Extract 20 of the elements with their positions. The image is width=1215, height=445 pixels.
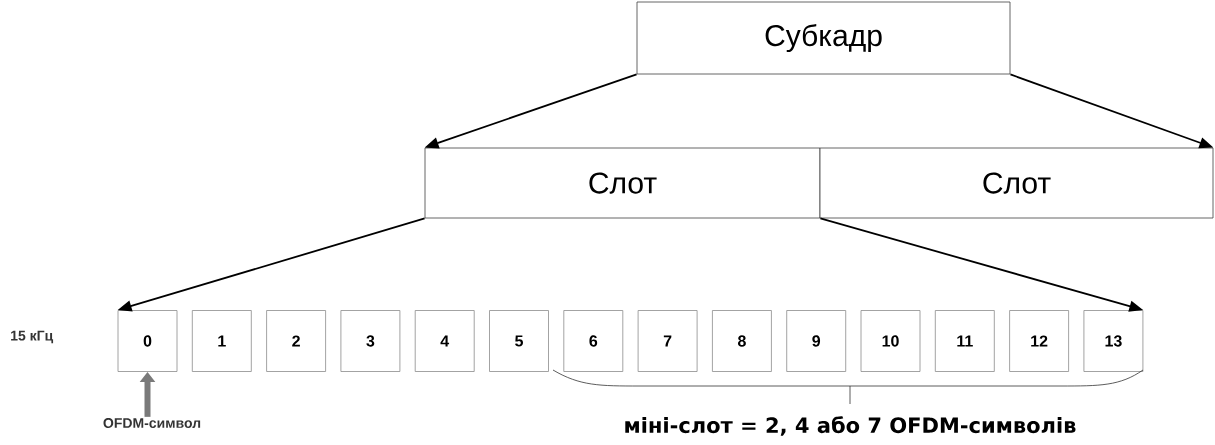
row-label: 15 кГц xyxy=(11,330,54,344)
symbol-box: 12 xyxy=(1009,310,1069,372)
symbol-box: 9 xyxy=(786,310,847,372)
symbol-box: 5 xyxy=(489,310,549,372)
brace-label: міні-слот = 2, 4 або 7 OFDM-символів xyxy=(625,416,1076,436)
symbol-box: 8 xyxy=(712,310,772,372)
symbol-box: 10 xyxy=(860,310,921,372)
symbol-box: 0 xyxy=(117,310,178,372)
frame-box: Слот xyxy=(424,147,821,219)
symbol-box: 13 xyxy=(1083,310,1144,372)
symbol-box: 3 xyxy=(340,310,401,372)
symbol-box: 7 xyxy=(637,310,698,372)
symbol-box: 1 xyxy=(191,310,252,372)
frame-box: Субкадр xyxy=(636,1,1011,75)
symbol-box: 2 xyxy=(266,310,326,372)
caption-text: OFDM-символ xyxy=(103,418,201,428)
symbol-box: 4 xyxy=(414,310,475,372)
symbol-box: 11 xyxy=(934,310,995,372)
frame-box: Слот xyxy=(819,147,1214,219)
symbol-box: 6 xyxy=(563,310,624,372)
